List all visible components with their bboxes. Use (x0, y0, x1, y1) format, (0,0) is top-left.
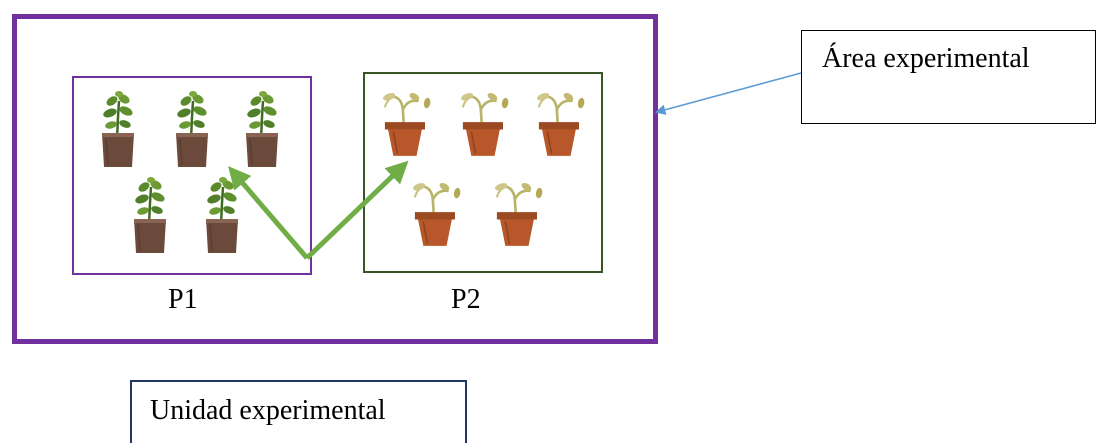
unit-callout-text: Unidad experimental (150, 395, 386, 426)
plot-label-p1: P1 (168, 284, 198, 315)
plot-p1-box (72, 76, 312, 275)
area-callout-arrow (654, 72, 802, 115)
area-callout-box: Área experimental (801, 30, 1096, 124)
plot-p2-box (363, 72, 603, 273)
plot-label-p2: P2 (451, 284, 481, 315)
area-callout-text: Área experimental (822, 43, 1030, 74)
experimental-area-border (12, 14, 658, 344)
unit-callout-box: Unidad experimental (130, 380, 467, 443)
